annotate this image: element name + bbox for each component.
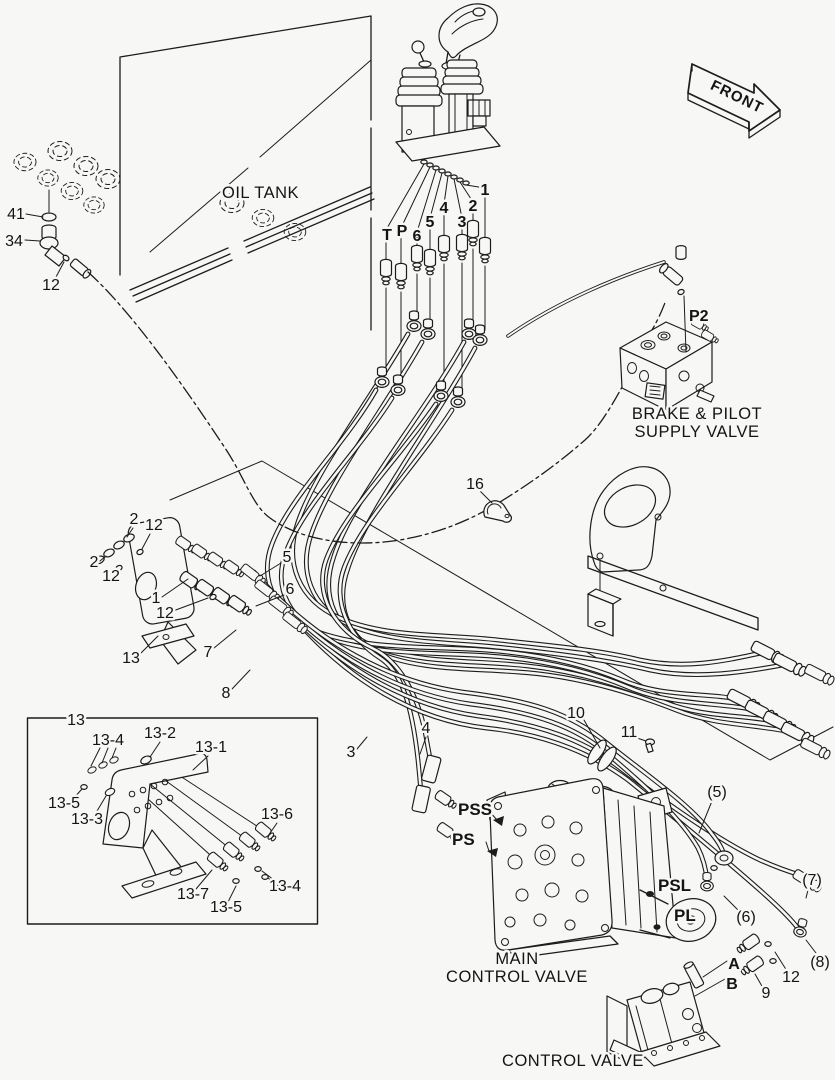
clamp-10: 10 11 <box>565 703 656 772</box>
p2-feed-hose <box>506 260 666 338</box>
front-direction-arrow: FRONT <box>687 63 781 139</box>
inset-callout-13-2: 13-2 <box>144 725 176 742</box>
callout-4: 4 <box>422 720 431 737</box>
callout-1: 1 <box>152 590 161 607</box>
callout-2-top: 2 <box>130 511 139 528</box>
callout-12-left: 12 <box>102 568 120 585</box>
port-b: B <box>726 976 738 993</box>
front-arrow-label: FRONT <box>708 77 766 117</box>
main-valve-label-2: CONTROL VALVE <box>446 968 588 986</box>
inset-bracket-13: 13 13-4 13-2 13-1 13-5 13-3 13-6 13-7 13… <box>26 710 319 925</box>
main-control-valve: PSS PS PSL PL MAIN CONTROL VALVE <box>411 754 717 989</box>
callout-10: 10 <box>567 705 585 722</box>
ref-5: (5) <box>707 784 727 801</box>
port-psl: PSL <box>658 876 691 895</box>
inset-callout-13-6: 13-6 <box>261 806 293 823</box>
callout-7: 7 <box>204 644 213 661</box>
port-a: A <box>728 956 740 973</box>
callout-9: 9 <box>762 985 771 1002</box>
callout-8: 8 <box>222 685 231 702</box>
hose-3-4-labels: 3 4 <box>344 718 433 764</box>
callout-34: 34 <box>5 233 23 250</box>
port-t: T <box>382 227 392 244</box>
control-valve: CONTROL VALVE <box>500 961 721 1073</box>
inset-callout-13-4b: 13-4 <box>269 878 301 895</box>
callout-11: 11 <box>621 724 638 741</box>
pilot-fitting-columns <box>379 219 492 393</box>
callout-16: 16 <box>466 476 484 493</box>
control-valve-label: CONTROL VALVE <box>502 1052 644 1070</box>
callout-12-top: 12 <box>145 517 163 534</box>
inset-callout-13-5b: 13-5 <box>210 899 242 916</box>
port-p: P <box>397 223 408 240</box>
port-3: 3 <box>458 214 467 231</box>
brake-pilot-supply-valve: BRAKE & PILOT SUPPLY VALVE <box>619 316 764 444</box>
port-p2: P2 <box>689 308 709 325</box>
pilot-port-leaders: T P 6 5 4 3 2 1 <box>380 159 492 267</box>
callout-3: 3 <box>347 744 356 761</box>
port-6: 6 <box>413 228 422 245</box>
port-5: 5 <box>426 214 435 231</box>
port-4: 4 <box>440 200 449 217</box>
inset-callout-13-1: 13-1 <box>195 739 227 756</box>
port-1: 1 <box>481 182 490 199</box>
hose-clamp-bracket <box>587 466 759 637</box>
callout-13: 13 <box>122 650 140 667</box>
port-pss: PSS <box>458 800 492 819</box>
inset-callout-13-5a: 13-5 <box>48 795 80 812</box>
inset-callout-13-4a: 13-4 <box>92 732 124 749</box>
callout-12-tank: 12 <box>42 277 60 294</box>
callout-12-cv: 12 <box>782 969 800 986</box>
pilot-joystick <box>395 3 501 162</box>
port-ps: PS <box>452 830 475 849</box>
callout-12-mid: 12 <box>156 605 174 622</box>
pilot-supply-hose <box>87 271 667 544</box>
p2-fitting: P2 <box>658 245 711 353</box>
brake-pilot-valve-label-1: BRAKE & PILOT <box>632 405 762 423</box>
ref-8: (8) <box>810 954 830 971</box>
clamp-16: 16 <box>464 474 513 523</box>
callout-6: 6 <box>286 581 295 598</box>
oil-tank: OIL TANK <box>13 15 375 331</box>
pilot-hose-ends-bottom-right: (5) (6) (7) (8) A B 9 12 <box>694 782 832 1005</box>
callout-41: 41 <box>7 206 25 223</box>
port-2: 2 <box>469 198 478 215</box>
ref-7: (7) <box>802 872 822 889</box>
inset-callout-13-3: 13-3 <box>71 811 103 828</box>
inset-callout-13: 13 <box>67 712 85 729</box>
oil-tank-label: OIL TANK <box>222 184 299 202</box>
brake-pilot-valve-label-2: SUPPLY VALVE <box>635 423 760 441</box>
ref-6: (6) <box>736 909 756 926</box>
hose-manifold: 2 12 2 12 1 12 13 5 6 7 8 <box>87 509 310 705</box>
callout-2-left: 2 <box>90 554 99 571</box>
callout-5: 5 <box>283 549 292 566</box>
tank-outlet-fitting: 41 34 12 <box>3 189 92 297</box>
port-pl: PL <box>674 906 696 925</box>
inset-callout-13-7: 13-7 <box>177 886 209 903</box>
main-valve-label-1: MAIN <box>495 950 538 968</box>
